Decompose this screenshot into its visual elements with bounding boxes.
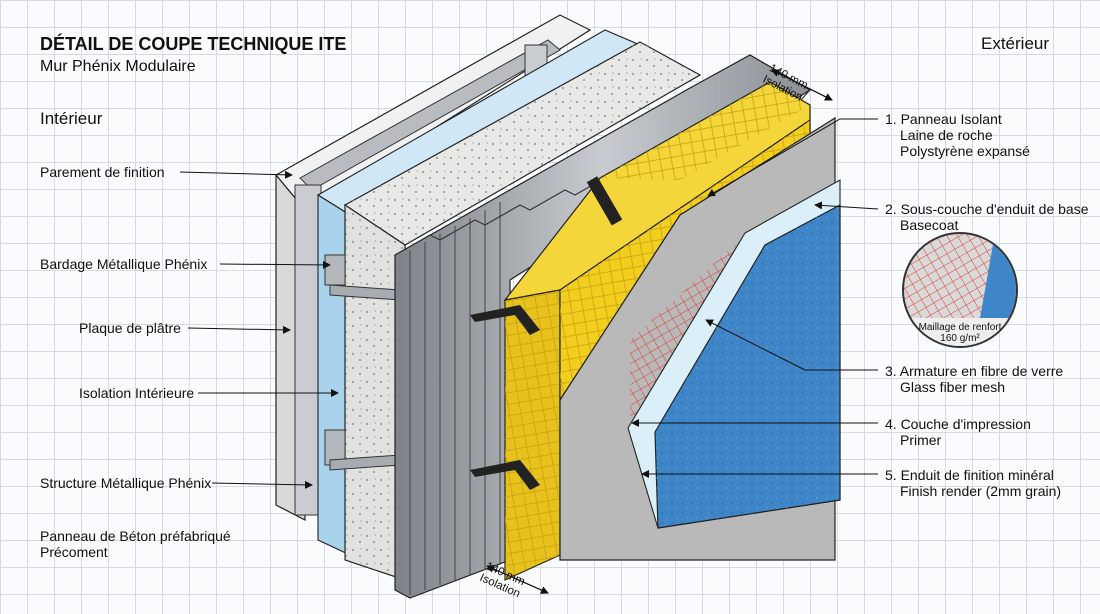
label-finishing-panel: Parement de finition — [40, 164, 165, 180]
label-concrete-panel: Panneau de Béton préfabriqué — [40, 528, 231, 544]
label-primer: 4. Couche d'impression — [885, 416, 1031, 432]
label-eps: Polystyrène expansé — [900, 143, 1030, 159]
concrete-panel-layer — [324, 41, 702, 581]
dimension-lines — [486, 69, 833, 594]
right-leaders — [631, 118, 879, 478]
insulation-panel-layer — [503, 81, 811, 581]
label-precoment: Précoment — [40, 544, 108, 560]
label-finish-render: 5. Enduit de finition minéral — [885, 467, 1054, 483]
label-basecoat: 2. Sous-couche d'enduit de base — [885, 201, 1089, 217]
label-glass-mesh: 3. Armature en fibre de verre — [885, 363, 1064, 379]
label-insulation-panel: 1. Panneau Isolant — [885, 111, 1002, 127]
label-rock-wool: Laine de roche — [900, 127, 993, 143]
inset-caption-line2: 160 g/m² — [940, 333, 980, 344]
left-leaders — [179, 170, 339, 489]
mesh-detail-inset — [902, 232, 1018, 348]
fixing-brackets — [470, 176, 623, 490]
label-plasterboard: Plaque de plâtre — [79, 320, 181, 336]
inset-caption: Maillage de renfort 160 g/m² — [910, 322, 1010, 344]
page-title: DÉTAIL DE COUPE TECHNIQUE ITE — [40, 34, 347, 54]
inset-caption-line1: Maillage de renfort — [918, 322, 1002, 333]
label-basecoat-en: Basecoat — [900, 217, 959, 233]
page-subtitle: Mur Phénix Modulaire — [40, 58, 196, 75]
label-metal-cladding: Bardage Métallique Phénix — [40, 256, 208, 272]
label-glass-mesh-en: Glass fiber mesh — [900, 379, 1006, 395]
label-primer-en: Primer — [900, 432, 942, 448]
interior-label: Intérieur — [40, 109, 103, 128]
label-inner-insulation: Isolation Intérieure — [79, 385, 195, 401]
label-finish-render-en: Finish render (2mm grain) — [900, 483, 1062, 499]
finishing-panel-layer — [275, 14, 592, 521]
label-metal-structure: Structure Métallique Phénix — [40, 475, 212, 491]
exterior-label: Extérieur — [981, 34, 1050, 53]
finish-render-layer — [654, 204, 841, 529]
